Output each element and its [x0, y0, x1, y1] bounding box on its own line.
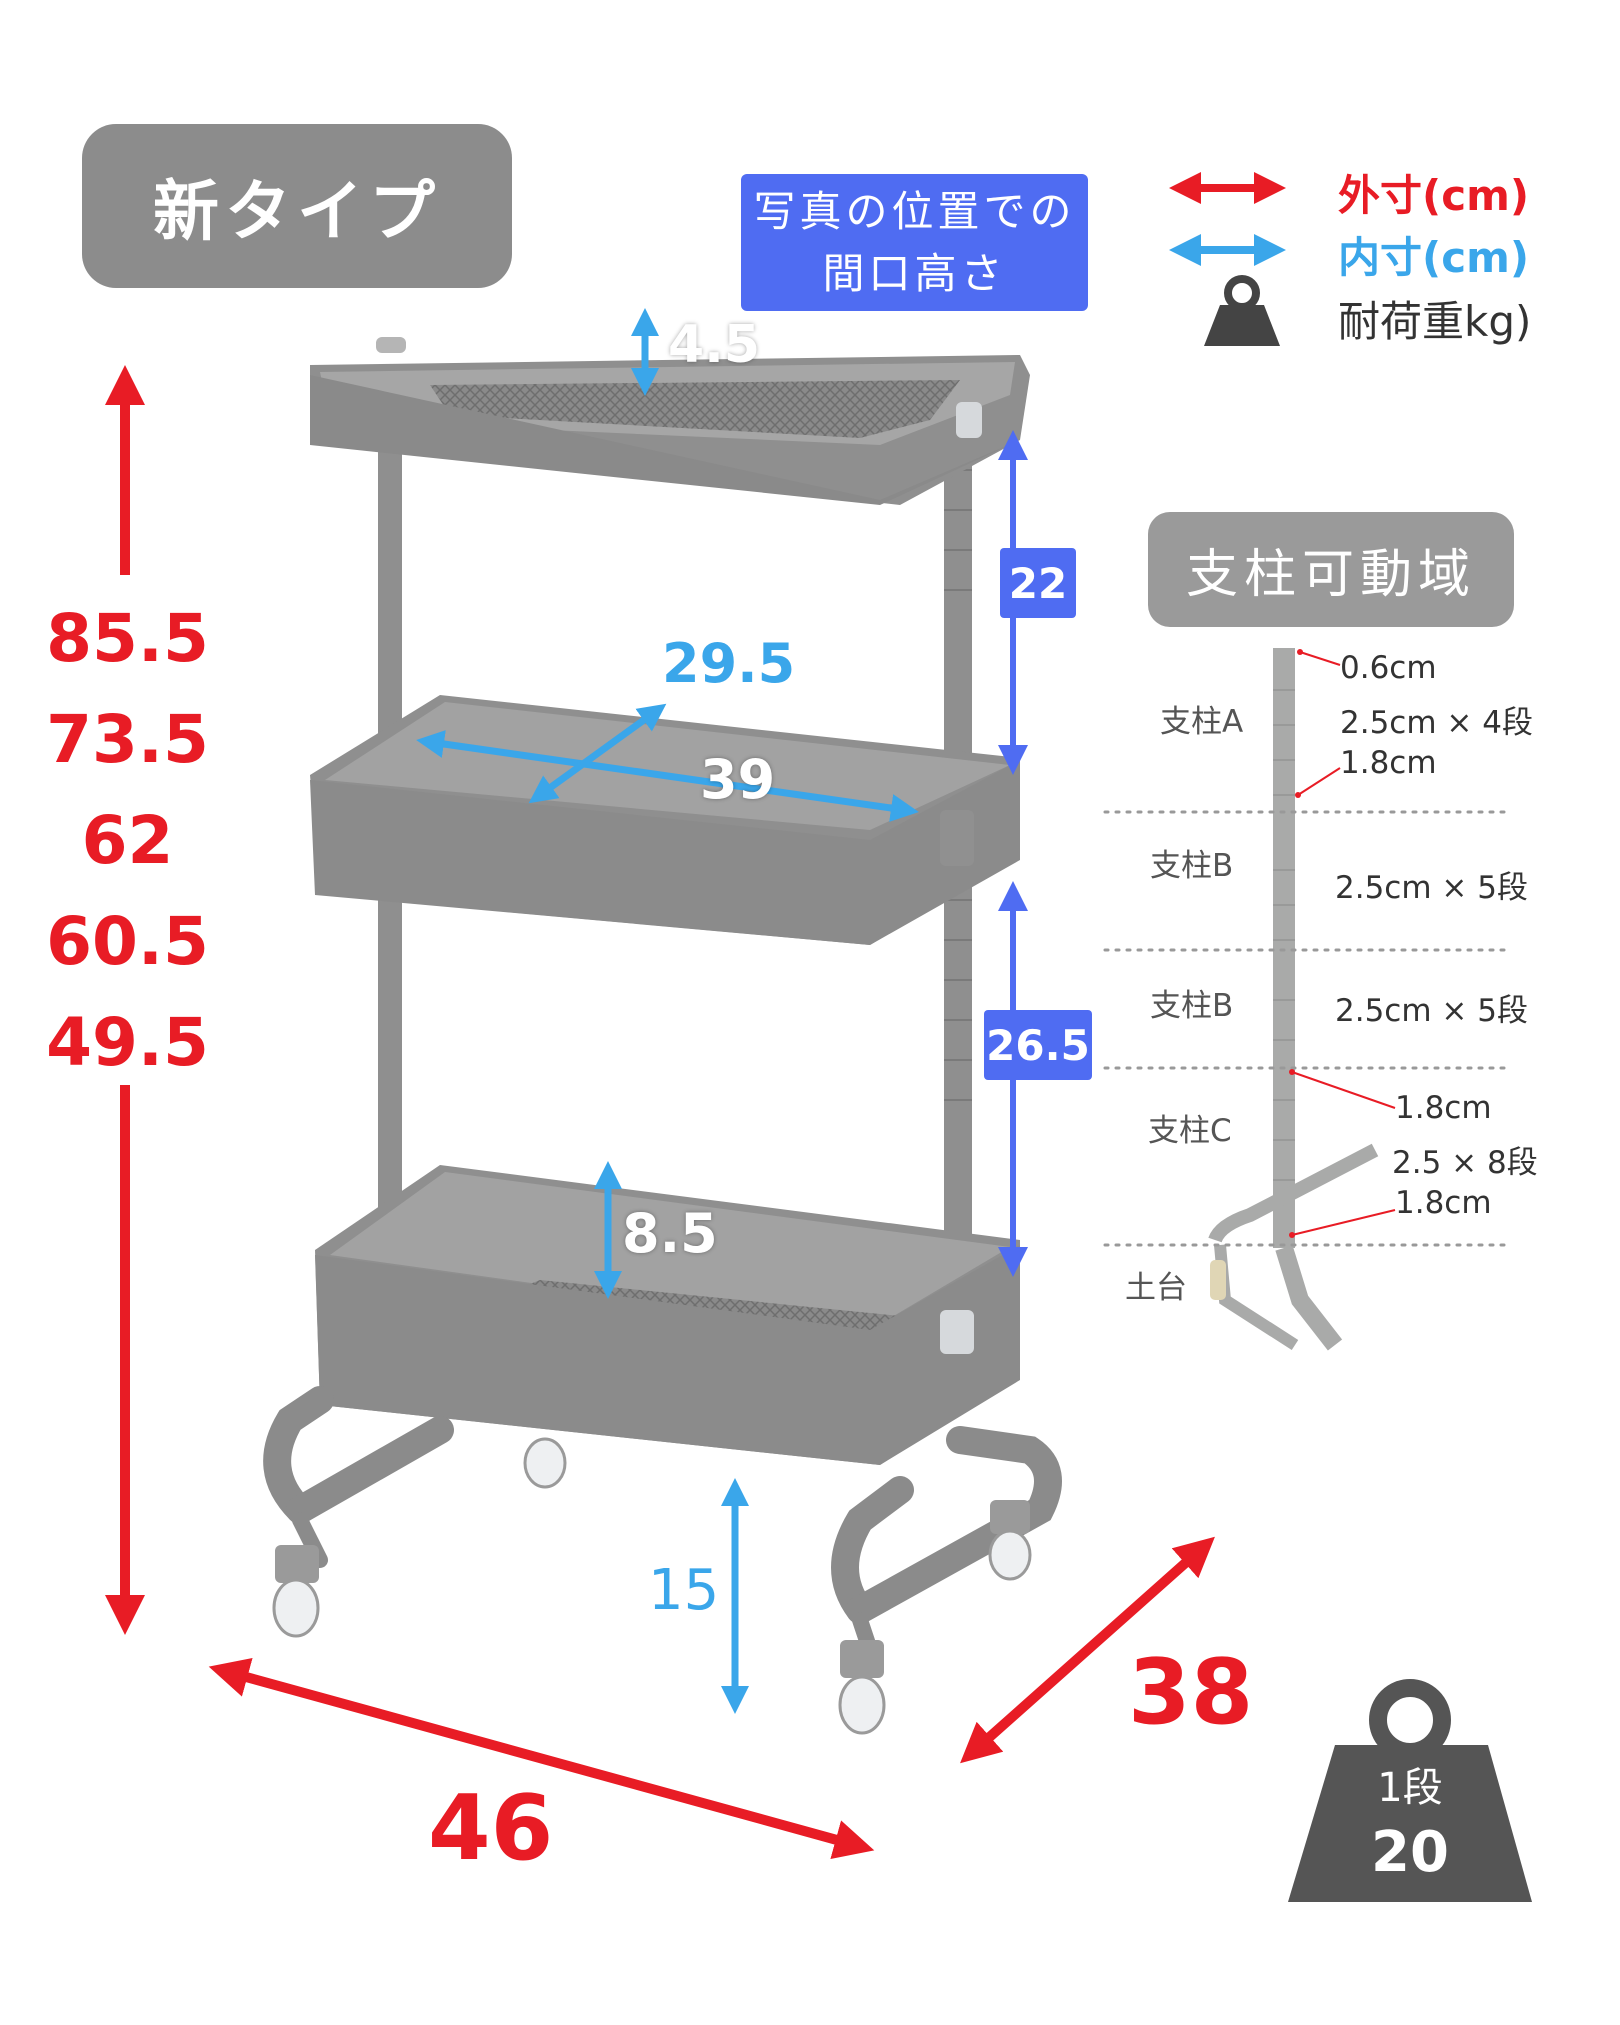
opening-badge-line1: 写真の位置での: [753, 186, 1076, 236]
spec-b1-steps: 2.5cm × 5段: [1335, 870, 1528, 906]
type-badge: 新タイプ: [82, 124, 512, 288]
legend-icons: [1169, 172, 1286, 346]
basket-depth-value: 29.5: [662, 632, 796, 695]
segment-label-b1: 支柱B: [1150, 848, 1234, 884]
inner-dimension-arrows: [416, 308, 919, 1714]
bottom-basket: [315, 1165, 1020, 1465]
basket-width-value: 39: [700, 748, 776, 811]
height-value: 85.5: [46, 600, 209, 677]
middle-basket: [310, 695, 1020, 945]
total-height-list: 85.5 73.5 62 60.5 49.5: [40, 588, 215, 1093]
base-frame: [263, 1386, 1062, 1658]
spec-b2-steps: 2.5cm × 5段: [1335, 993, 1528, 1029]
legend-load: 耐荷重kg): [1338, 297, 1532, 346]
legend-outer: 外寸(cm): [1338, 171, 1530, 220]
load-value: 20: [1371, 1820, 1449, 1885]
spec-c-steps: 2.5 × 8段: [1392, 1145, 1538, 1181]
spec-c-top: 1.8cm: [1395, 1090, 1492, 1126]
segment-label-c: 支柱C: [1148, 1113, 1232, 1149]
bottom-depth-value: 8.5: [622, 1202, 718, 1265]
height-value: 49.5: [46, 1004, 209, 1081]
upper-opening-value: 22: [1000, 548, 1076, 618]
legend-inner: 内寸(cm): [1338, 233, 1530, 282]
opening-badge-line2: 間口高さ: [822, 248, 1007, 298]
spec-a-top: 0.6cm: [1340, 650, 1437, 686]
width-value: 46: [428, 1776, 554, 1881]
post-range-diagram: [1103, 648, 1507, 1351]
floor-clearance-value: 15: [648, 1558, 720, 1623]
opening-height-badge: 写真の位置での 間口高さ: [741, 174, 1088, 311]
top-depth-value: 4.5: [668, 315, 761, 375]
load-label: 1段: [1377, 1765, 1443, 1811]
segment-label-a: 支柱A: [1160, 704, 1244, 740]
height-value: 60.5: [46, 903, 209, 980]
lower-opening-value: 26.5: [984, 1010, 1092, 1080]
weight-icon: [1288, 1679, 1532, 1902]
height-value: 73.5: [46, 701, 209, 778]
segment-label-b2: 支柱B: [1150, 988, 1234, 1024]
segment-label-base: 土台: [1125, 1270, 1187, 1306]
spec-c-bottom: 1.8cm: [1395, 1185, 1492, 1221]
outer-dimension-arrows: [105, 365, 1215, 1859]
post-range-badge: 支柱可動域: [1148, 512, 1514, 627]
top-basket: [310, 337, 1030, 505]
depth-value: 38: [1128, 1640, 1254, 1745]
spec-a-bottom: 1.8cm: [1340, 745, 1437, 781]
height-value: 62: [81, 802, 174, 879]
spec-a-steps: 2.5cm × 4段: [1340, 705, 1533, 741]
